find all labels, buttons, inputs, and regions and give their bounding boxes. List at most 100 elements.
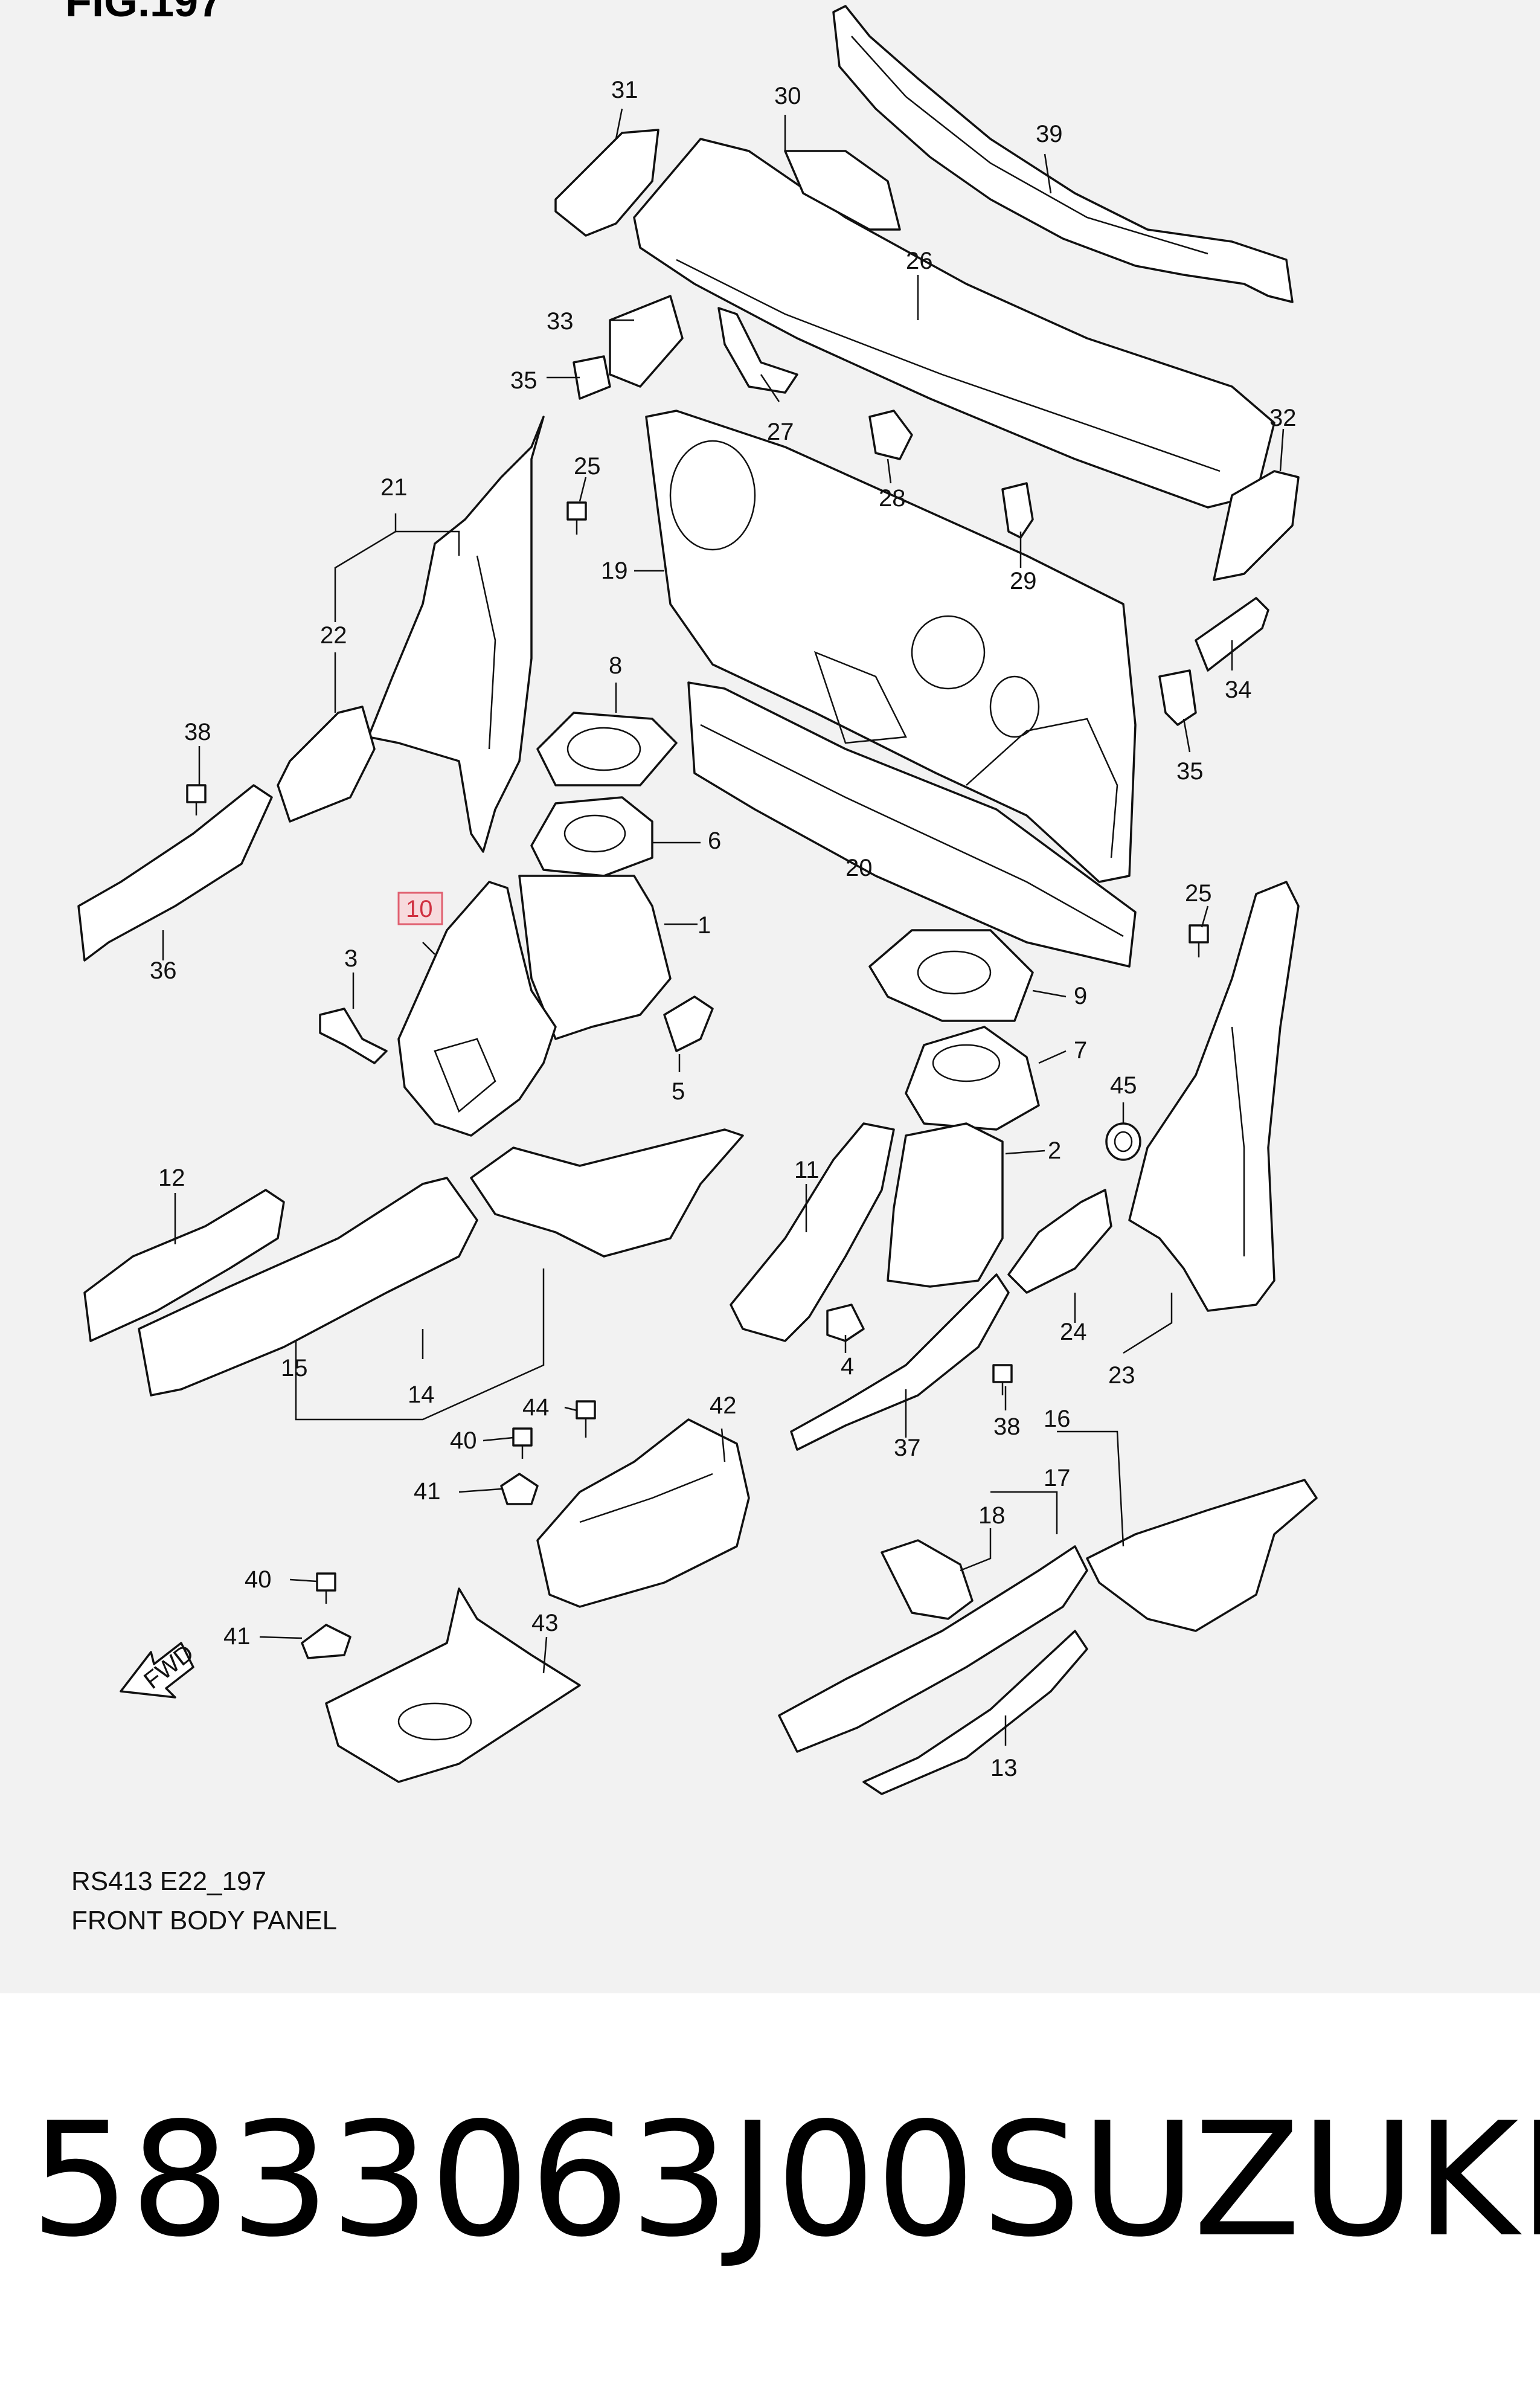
label-14: 14 xyxy=(408,1381,435,1408)
part-41-clip-lower xyxy=(301,1624,351,1659)
part-4-bracket xyxy=(826,1304,865,1342)
label-2: 2 xyxy=(1048,1137,1061,1164)
label-10: 10 xyxy=(406,896,433,922)
label-3: 3 xyxy=(344,945,358,972)
label-4: 4 xyxy=(841,1353,854,1380)
part-38-bolt-left xyxy=(186,784,207,815)
exploded-parts-diagram: FWD xyxy=(77,5,1318,1795)
label-38b: 38 xyxy=(993,1413,1021,1440)
part-14-side-member-rear xyxy=(470,1128,744,1258)
brand-name: SUZUKI xyxy=(981,2089,1540,2272)
part-40-bolt-upper xyxy=(512,1427,533,1459)
label-11: 11 xyxy=(794,1157,820,1183)
label-8: 8 xyxy=(609,652,622,679)
part-1-strut-housing xyxy=(518,875,672,1040)
label-43: 43 xyxy=(531,1610,559,1636)
part-9-tower-plate xyxy=(868,929,1034,1022)
label-23: 23 xyxy=(1108,1362,1135,1389)
part-30-bracket xyxy=(784,150,901,231)
label-41: 41 xyxy=(414,1478,441,1505)
label-29: 29 xyxy=(1010,568,1037,594)
label-27: 27 xyxy=(767,419,794,445)
part-37-rail xyxy=(790,1273,1010,1451)
label-25: 25 xyxy=(574,453,601,480)
part-35b-bracket xyxy=(573,355,611,400)
label-40: 40 xyxy=(450,1427,477,1454)
label-1: 1 xyxy=(698,912,711,939)
part-12-extension xyxy=(83,1189,285,1342)
part-3-bracket xyxy=(319,1008,388,1064)
part-41-clip-upper xyxy=(500,1473,539,1505)
part-35a-bracket xyxy=(1158,669,1197,726)
part-17-side-member xyxy=(778,1545,1088,1753)
label-20: 20 xyxy=(845,855,873,881)
part-39-cowl-top xyxy=(832,5,1294,303)
label-15: 15 xyxy=(281,1355,308,1381)
part-38-bolt-right xyxy=(992,1364,1013,1395)
label-26: 26 xyxy=(906,248,933,274)
part-18-bracket xyxy=(881,1539,974,1620)
part-24-bracket xyxy=(1007,1189,1112,1294)
part-10-apron-lower xyxy=(397,881,557,1137)
label-13: 13 xyxy=(990,1755,1018,1781)
label-35: 35 xyxy=(510,367,537,394)
part-25-bolt-right xyxy=(1189,924,1209,957)
leader-lines xyxy=(162,108,1285,1746)
part-33-bracket xyxy=(609,295,684,388)
part-2-strut-housing xyxy=(887,1122,1004,1288)
part-26-dash-upper xyxy=(633,138,1275,509)
callout-labels: 1 2 3 4 5 6 7 8 9 10 11 12 13 14 15 16 1… xyxy=(150,77,1297,1781)
label-40b: 40 xyxy=(245,1566,272,1593)
part-40-bolt-lower xyxy=(316,1572,336,1604)
part-34-bracket xyxy=(1195,597,1269,672)
part-31-bracket xyxy=(554,129,659,237)
label-33: 33 xyxy=(547,308,574,335)
part-21-apron-left xyxy=(367,416,545,853)
part-27-bracket xyxy=(717,307,798,394)
fwd-arrow-icon: FWD xyxy=(120,1639,199,1699)
part-36-rail xyxy=(77,784,273,962)
part-6-tower-cap xyxy=(530,796,653,877)
part-29-bracket xyxy=(1001,482,1034,539)
part-23-apron-right xyxy=(1128,881,1300,1312)
label-19: 19 xyxy=(601,558,628,584)
part-42-battery-tray xyxy=(536,1418,750,1608)
label-17: 17 xyxy=(1044,1465,1071,1491)
label-35b: 35 xyxy=(1176,758,1204,785)
part-28-bracket xyxy=(868,410,913,460)
part-5-bracket xyxy=(663,995,714,1052)
figure-title: FIG.197 xyxy=(65,0,223,26)
label-21: 21 xyxy=(380,474,408,501)
label-18: 18 xyxy=(978,1502,1006,1529)
figure-description: FRONT BODY PANEL xyxy=(71,1906,338,1935)
part-19-dash-panel xyxy=(645,410,1137,883)
part-8-tower-plate xyxy=(536,712,678,786)
label-36: 36 xyxy=(150,957,177,984)
part-number: 5833063J00 xyxy=(30,2089,976,2272)
part-32-bracket xyxy=(1213,470,1300,581)
part-11-rail-inner xyxy=(730,1122,895,1342)
label-30: 30 xyxy=(774,83,801,109)
highlight-box-10 xyxy=(397,892,443,925)
figure-code: RS413 E22_197 xyxy=(71,1866,266,1896)
label-42: 42 xyxy=(710,1392,737,1419)
part-44-bolt xyxy=(576,1400,596,1438)
label-6: 6 xyxy=(708,828,721,854)
label-34: 34 xyxy=(1225,677,1252,703)
label-31: 31 xyxy=(611,77,638,103)
label-45: 45 xyxy=(1110,1072,1137,1099)
part-20-dash-lower xyxy=(687,681,1137,968)
label-5: 5 xyxy=(672,1078,685,1105)
label-37: 37 xyxy=(894,1435,921,1461)
label-44: 44 xyxy=(522,1394,550,1421)
label-25b: 25 xyxy=(1185,880,1212,907)
label-24: 24 xyxy=(1060,1319,1087,1345)
label-38: 38 xyxy=(184,719,211,745)
part-45-grommet xyxy=(1105,1122,1141,1161)
part-15-side-member xyxy=(138,1177,478,1397)
label-41b: 41 xyxy=(223,1623,251,1650)
label-22: 22 xyxy=(320,622,347,649)
label-9: 9 xyxy=(1074,983,1087,1009)
part-16-side-member-rear xyxy=(1086,1479,1318,1632)
part-43-battery-support xyxy=(325,1587,581,1783)
